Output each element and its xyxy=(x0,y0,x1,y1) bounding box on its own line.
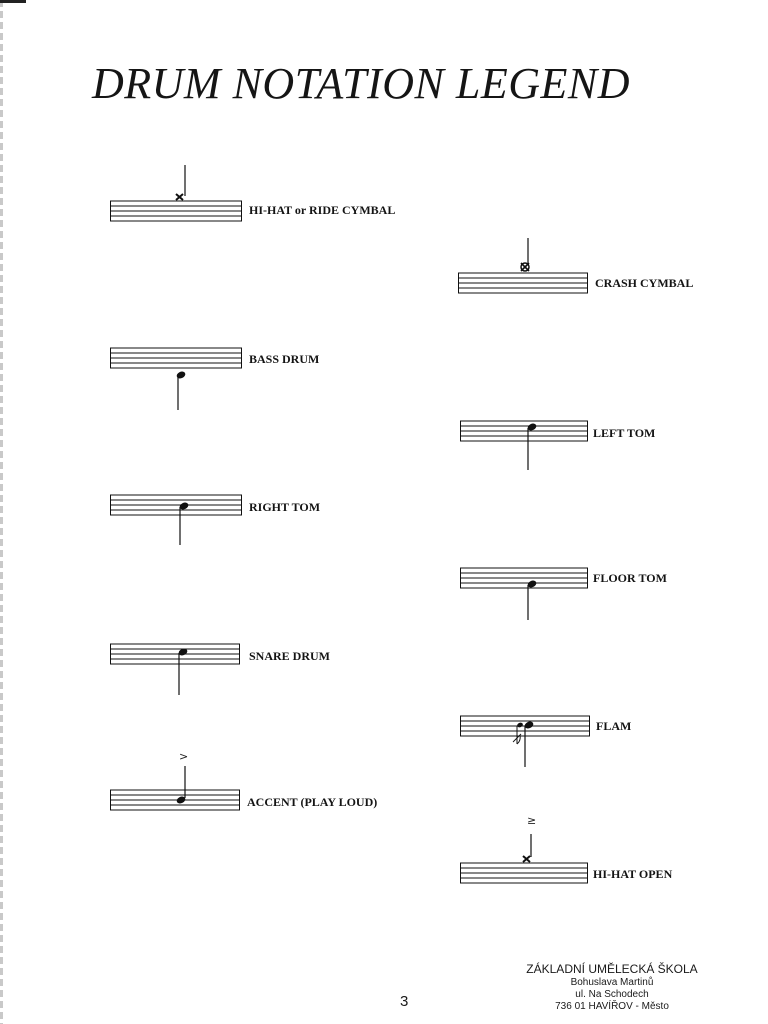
page-title: DRUM NOTATION LEGEND xyxy=(92,59,631,108)
filled-note-icon xyxy=(110,494,242,545)
open-accent-mark: ≥ xyxy=(527,814,537,827)
filled-note-icon xyxy=(110,347,242,410)
school-stamp: ZÁKLADNÍ UMĚLECKÁ ŠKOLA Bohuslava Martin… xyxy=(482,962,742,1013)
scan-corner-mark xyxy=(0,0,26,3)
legend-label: FLAM xyxy=(596,719,632,733)
legend-label: CRASH CYMBAL xyxy=(595,276,694,290)
x-icon xyxy=(460,834,588,884)
circled-x-icon xyxy=(458,238,588,294)
scan-edge xyxy=(0,0,3,1024)
legend-label: FLOOR TOM xyxy=(593,571,667,585)
legend-label: HI-HAT OPEN xyxy=(593,867,673,881)
legend-label: RIGHT TOM xyxy=(249,500,321,514)
legend-label: LEFT TOM xyxy=(593,426,656,440)
legend-label: SNARE DRUM xyxy=(249,649,330,663)
page-number: 3 xyxy=(400,993,409,1010)
school-line-4: 736 01 HAVÍŘOV - Město xyxy=(555,1001,669,1012)
accent-mark: > xyxy=(179,750,189,763)
legend-label: ACCENT (PLAY LOUD) xyxy=(247,795,378,809)
school-line-2: Bohuslava Martinů xyxy=(570,977,654,988)
filled-note-icon xyxy=(460,420,588,470)
legend-label: HI-HAT or RIDE CYMBAL xyxy=(249,203,396,217)
x-icon xyxy=(110,165,242,222)
filled-note-icon xyxy=(460,567,588,620)
filled-note-icon xyxy=(110,643,240,695)
school-name: ZÁKLADNÍ UMĚLECKÁ ŠKOLA xyxy=(526,962,698,976)
grace-note-icon xyxy=(460,715,590,767)
school-line-3: ul. Na Schodech xyxy=(575,989,649,1000)
filled-note-icon xyxy=(110,766,240,811)
legend-label: BASS DRUM xyxy=(249,352,320,366)
